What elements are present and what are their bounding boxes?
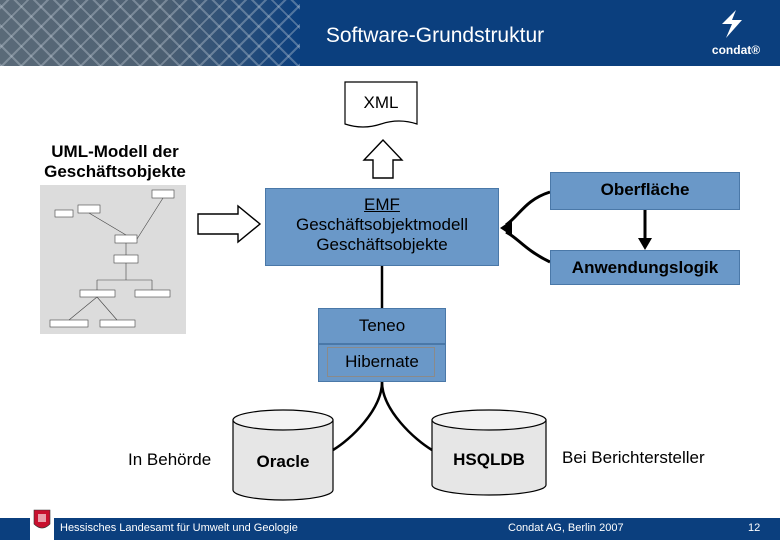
oracle-cylinder <box>232 409 334 501</box>
page-title: Software-Grundstruktur <box>325 24 545 47</box>
emf-box <box>265 188 499 266</box>
anwendungslogik-label: Anwendungslogik <box>571 258 719 277</box>
oracle-label: Oracle <box>256 452 310 471</box>
hsqldb-label: HSQLDB <box>453 450 525 469</box>
oberflaeche-label: Oberfläche <box>600 180 690 199</box>
footer-left-text: Hessisches Landesamt für Umwelt und Geol… <box>60 522 298 534</box>
xml-label: XML <box>363 93 399 112</box>
hibernate-box <box>318 344 446 382</box>
header-bar <box>0 0 780 66</box>
oberflaeche-box <box>550 172 740 210</box>
hessen-logo-icon <box>30 500 54 540</box>
hsqldb-cylinder <box>431 409 547 496</box>
uml-title-line1: UML-Modell der <box>51 142 179 161</box>
header-photo <box>0 0 300 66</box>
arrow-ober-to-emf <box>505 190 551 227</box>
emf-line1: EMF <box>364 195 400 214</box>
document-icon <box>344 81 418 128</box>
bei-berichtersteller-label: Bei Berichtersteller <box>562 448 705 467</box>
footer-mid-text: Condat AG, Berlin 2007 <box>508 522 624 534</box>
uml-title-line2: Geschäftsobjekte <box>44 162 186 181</box>
emf-text: EMF Geschäftsobjektmodell Geschäftsobjek… <box>265 195 499 255</box>
arrow-uml-to-emf <box>197 204 262 244</box>
hibernate-label: Hibernate <box>345 352 419 371</box>
emf-line2: Geschäftsobjektmodell <box>296 215 468 234</box>
arrow-to-xml <box>362 138 404 179</box>
uml-title: UML-Modell der Geschäftsobjekte <box>20 142 210 182</box>
condat-logo-icon <box>722 10 742 38</box>
in-behoerde-label: In Behörde <box>128 450 212 469</box>
page-number: 12 <box>748 522 761 534</box>
teneo-box <box>318 308 446 344</box>
hibernate-inner-frame <box>327 347 435 377</box>
arrow-anw-to-emf <box>505 230 551 264</box>
uml-diagram-image <box>40 185 186 334</box>
anwendungslogik-box <box>550 250 740 285</box>
condat-logo-text: condat® <box>711 43 761 57</box>
teneo-label: Teneo <box>358 316 406 335</box>
emf-line3: Geschäftsobjekte <box>316 235 448 254</box>
footer-bar <box>0 518 780 540</box>
